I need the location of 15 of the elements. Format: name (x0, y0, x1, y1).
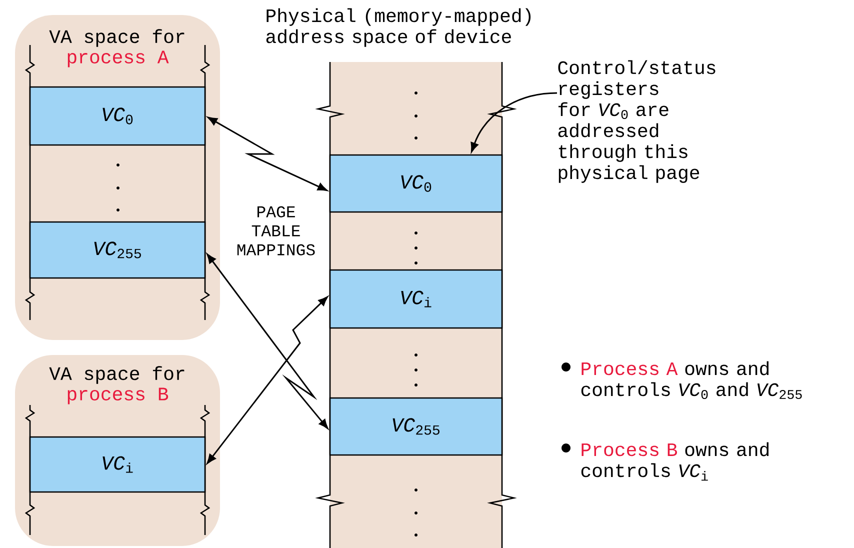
bullet-text: Process A owns and controls VC$_{0}$ and VC$_{255}$ (581, 361, 802, 400)
mapping-arrow (206, 296, 328, 464)
page-box: VC$_{255}$ (329, 397, 503, 456)
page-box: VC$_{i}$ (29, 436, 206, 493)
node-label: Physical (memory-mapped) address space of device (266, 8, 531, 47)
page-box: VC$_{0}$ (329, 154, 503, 213)
mapping-label: PAGE TABLE MAPPINGS (237, 206, 315, 256)
page-box: VC$_{i}$ (329, 269, 503, 329)
mapping-arrow (206, 254, 328, 429)
leader-arrow (470, 92, 558, 152)
page-box: VC$_{0}$ (29, 86, 206, 146)
page-box: VC$_{255}$ (29, 221, 206, 279)
callout-text: Control/status registers for VC$_{0}$ are addressed through this physical page (558, 60, 716, 183)
bullet-text: Process B owns and controls VC$_{i}$ (581, 442, 769, 481)
mapping-arrow (208, 116, 328, 191)
